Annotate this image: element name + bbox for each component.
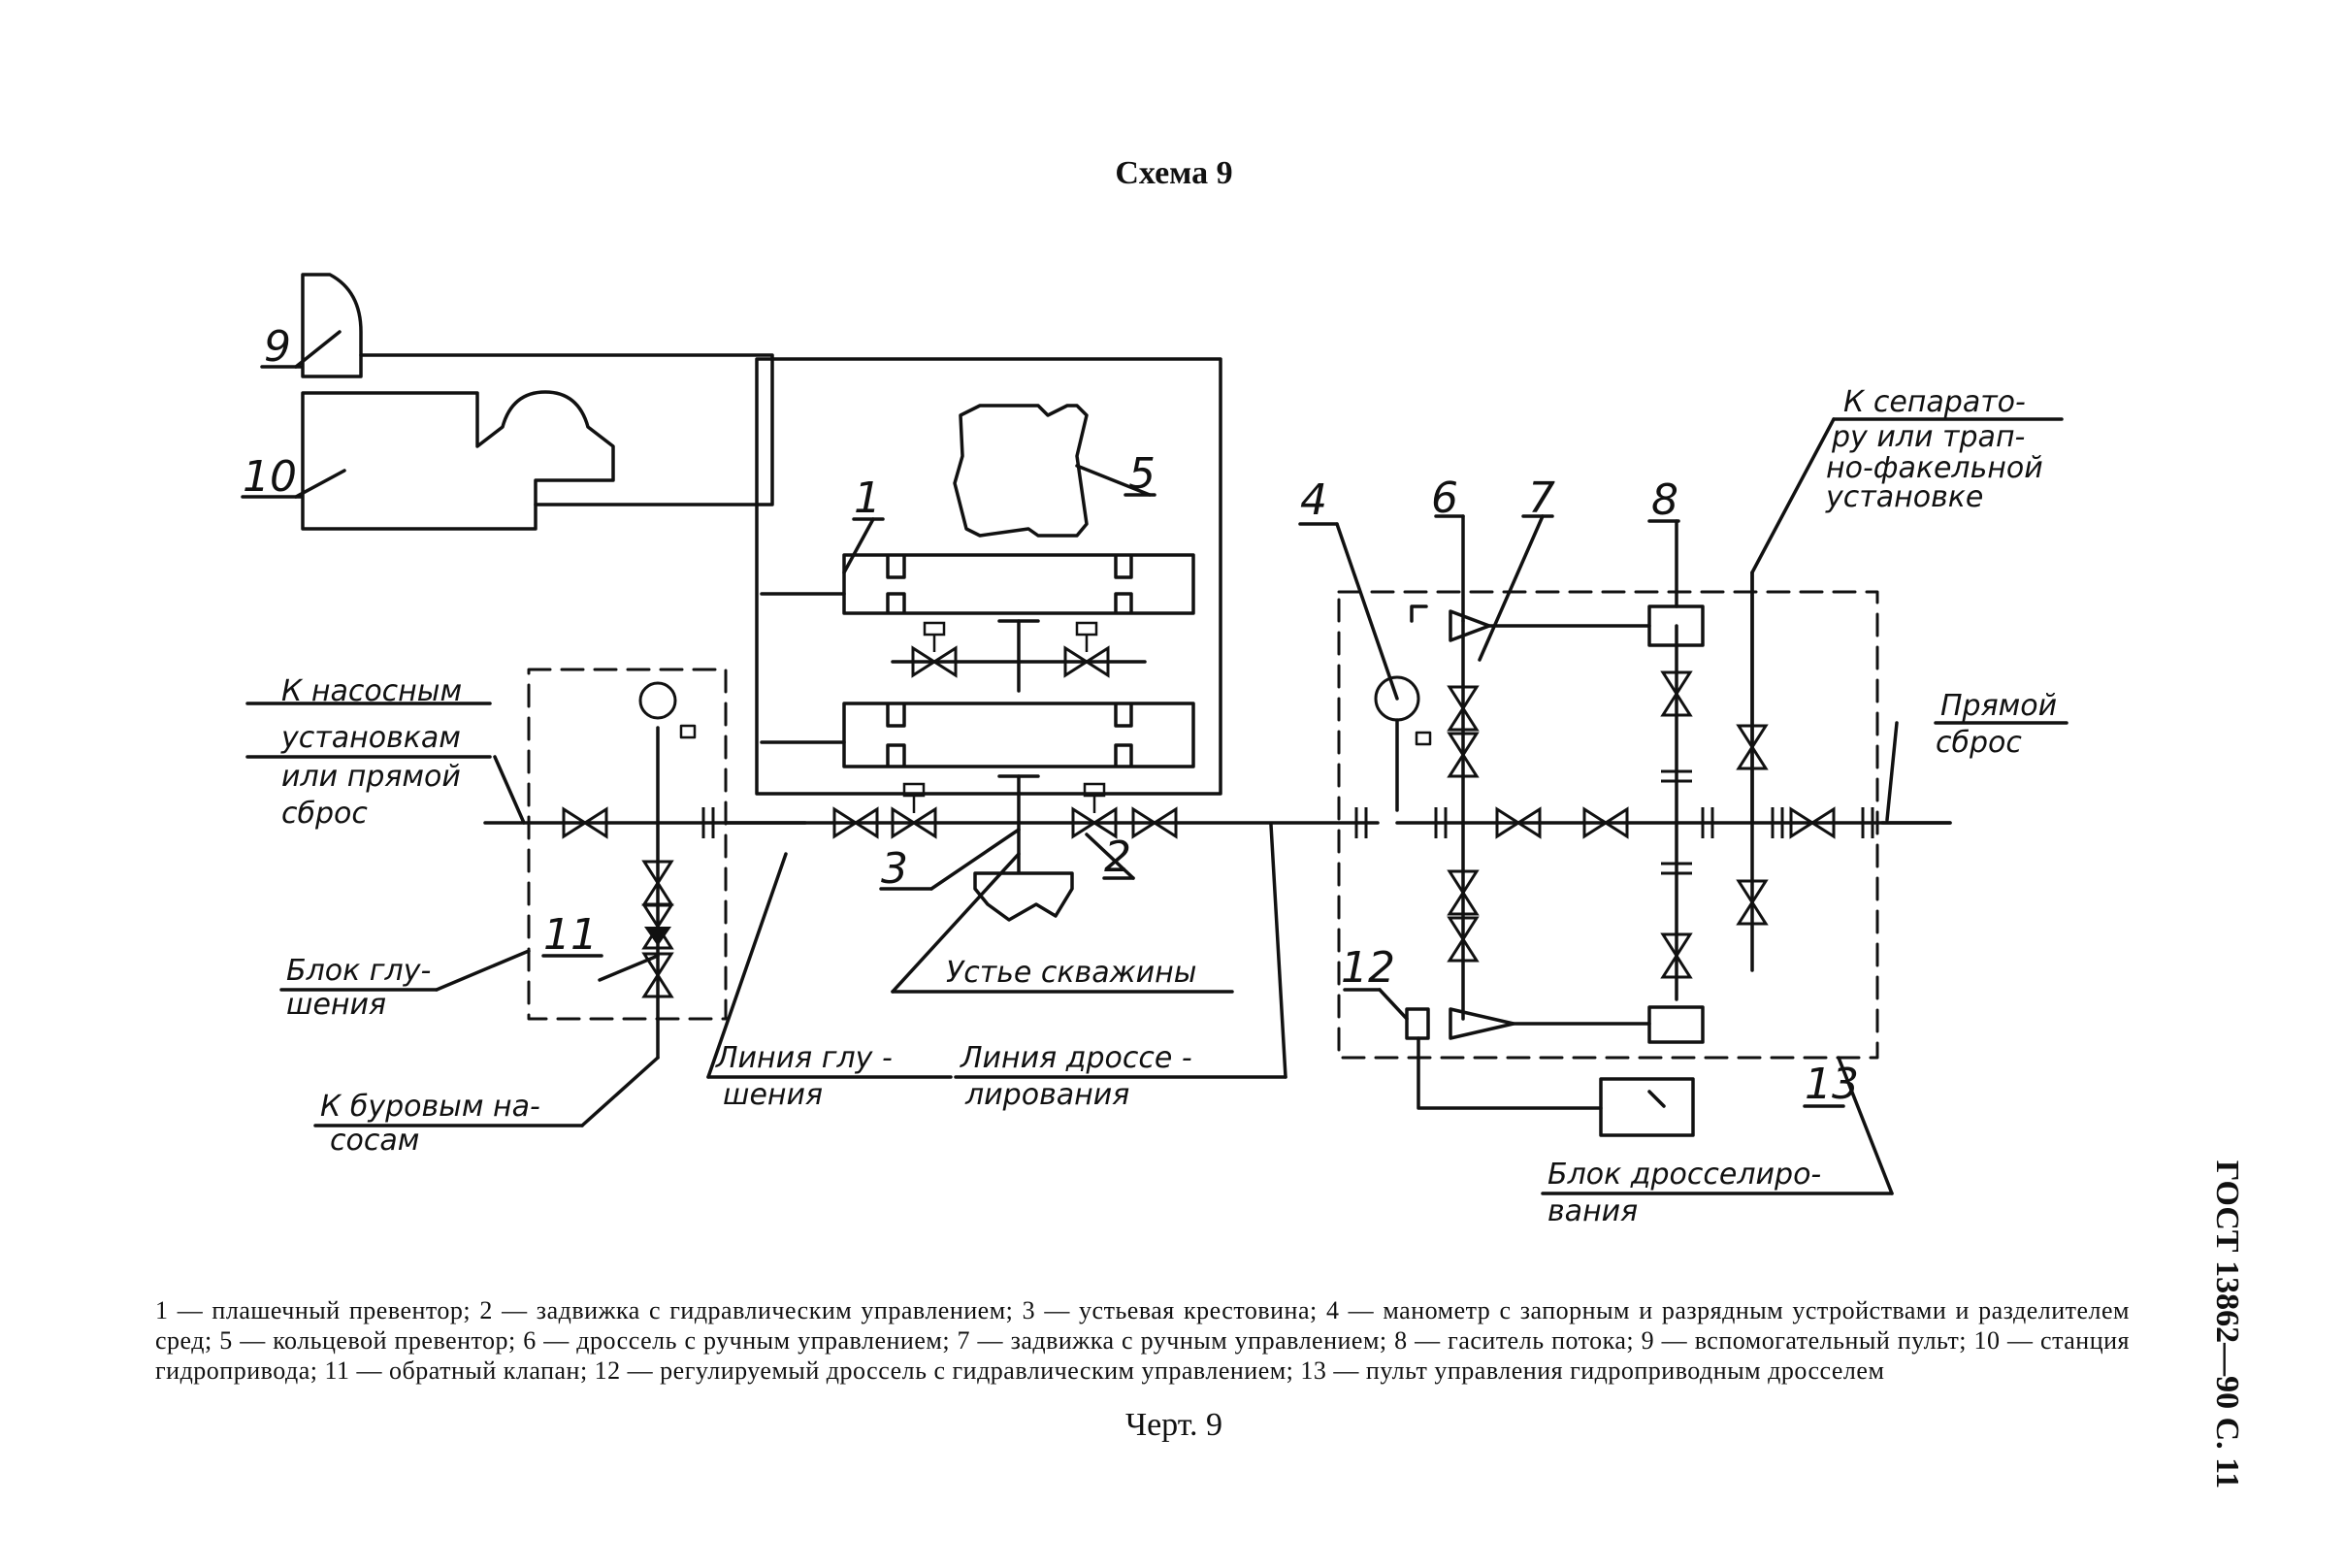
- caption-choke-block-1: Блок дросселиро-: [1547, 1158, 1821, 1192]
- caption-mud-pumps-2: сосам: [330, 1124, 419, 1158]
- ram-preventer-upper: [842, 553, 1195, 615]
- caption-choke-line-1: Линия дроссе -: [960, 1041, 1192, 1075]
- caption-choke-line-2: лирования: [964, 1078, 1129, 1112]
- caption-choke-block-2: вания: [1547, 1194, 1638, 1228]
- hydraulic-choke: [1449, 1007, 1515, 1040]
- check-valve: [644, 927, 671, 946]
- kill-block-gauge: [638, 681, 677, 720]
- auxiliary-panel: [301, 273, 363, 378]
- label-1: 1: [854, 474, 881, 523]
- label-8: 8: [1651, 475, 1678, 525]
- label-10: 10: [243, 452, 297, 502]
- ram-preventer-lower: [842, 702, 1195, 768]
- caption-kill-line-2: шения: [723, 1078, 823, 1112]
- label-3: 3: [881, 844, 908, 894]
- caption-separator-2: ру или трап-: [1831, 420, 2025, 454]
- hydraulic-station: [301, 390, 615, 531]
- label-13: 13: [1805, 1060, 1859, 1109]
- caption-pumps-1: К насосным: [281, 674, 462, 708]
- label-6: 6: [1431, 474, 1458, 523]
- wellhead: [973, 871, 1074, 922]
- label-2: 2: [1104, 833, 1131, 882]
- legend: 1 — плашечный превентор; 2 — задвижка с …: [155, 1296, 2130, 1385]
- scheme-title: Схема 9: [1115, 155, 1233, 191]
- caption-separator-4: установке: [1825, 480, 1983, 514]
- standard-reference: ГОСТ 13862—90 С. 11: [2198, 1140, 2256, 1509]
- caption-direct-2: сброс: [1936, 726, 2022, 760]
- control-line: [359, 353, 774, 506]
- bop-frame: [755, 357, 1222, 796]
- caption-pumps-3: или прямой: [281, 760, 461, 794]
- label-4: 4: [1300, 475, 1327, 525]
- label-9: 9: [264, 322, 291, 372]
- caption-separator-3: но-факельной: [1826, 451, 2043, 485]
- flow-damper-lower: [1647, 1005, 1705, 1044]
- kill-block-frame: [527, 668, 728, 1021]
- caption-direct-1: Прямой: [1940, 689, 2057, 723]
- caption-kill-block-1: Блок глу-: [286, 954, 431, 988]
- caption-pumps-4: сброс: [281, 797, 368, 831]
- annular-preventer: [953, 404, 1089, 538]
- label-12: 12: [1341, 943, 1395, 993]
- label-5: 5: [1128, 449, 1156, 499]
- manual-choke: [1449, 609, 1491, 642]
- caption-kill-line-1: Линия глу -: [715, 1041, 893, 1075]
- caption-mud-pumps-1: К буровым на-: [320, 1090, 540, 1124]
- adjustable-choke-unit: [1405, 1007, 1430, 1040]
- label-11: 11: [543, 910, 598, 960]
- caption-kill-block-2: шения: [286, 988, 386, 1022]
- figure-label: Черт. 9: [1124, 1407, 1223, 1443]
- label-7: 7: [1528, 474, 1555, 523]
- caption-pumps-2: установкам: [280, 721, 461, 755]
- caption-wellhead: Устье скважины: [946, 956, 1196, 990]
- standard-text: ГОСТ 13862—90 С. 11: [2209, 1160, 2245, 1489]
- choke-block-frame: [1337, 590, 1879, 1060]
- caption-separator-1: К сепарато-: [1843, 385, 2026, 419]
- choke-control-panel: [1599, 1077, 1695, 1137]
